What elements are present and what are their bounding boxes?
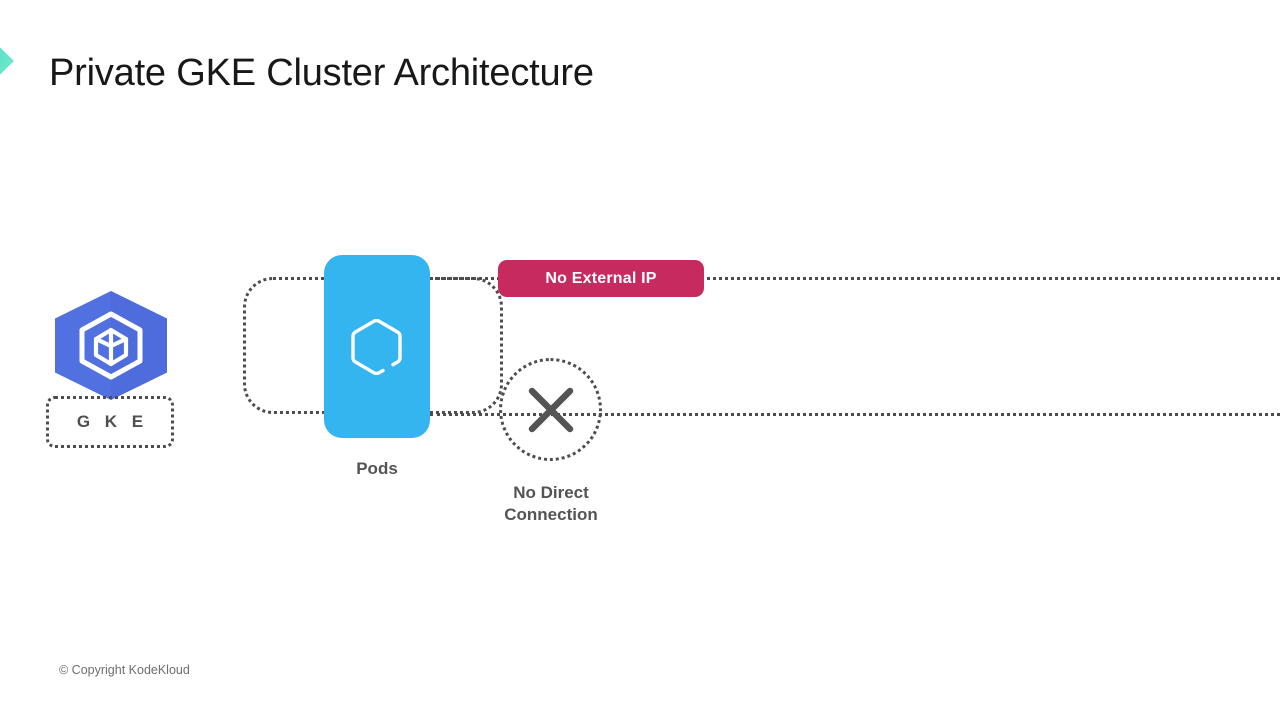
- gke-label: G K E: [76, 412, 149, 431]
- no-external-ip-label: No External IP: [545, 269, 657, 287]
- pods-card[interactable]: [324, 255, 430, 438]
- pods-label: Pods: [356, 459, 398, 478]
- gke-hexagon-cube-icon: [51, 289, 171, 402]
- no-direct-connection-label: No Direct Connection: [470, 482, 632, 526]
- page-title: Private GKE Cluster Architecture: [49, 52, 594, 94]
- no-external-ip-badge[interactable]: No External IP: [498, 260, 704, 297]
- no-direct-connection-label-line1: No Direct: [513, 483, 589, 502]
- gke-node[interactable]: G K E: [46, 289, 176, 449]
- no-direct-connection-circle[interactable]: [499, 358, 602, 461]
- cluster-bottom-connector: [430, 413, 1280, 416]
- cluster-top-connector: [430, 277, 1280, 280]
- close-x-icon: [525, 384, 577, 436]
- pod-hexagon-icon: [349, 318, 405, 375]
- copyright-text: © Copyright KodeKloud: [59, 663, 190, 677]
- gke-label-box: [46, 396, 174, 448]
- chevron-right-icon: [0, 26, 26, 96]
- no-direct-connection-label-line2: Connection: [504, 505, 598, 524]
